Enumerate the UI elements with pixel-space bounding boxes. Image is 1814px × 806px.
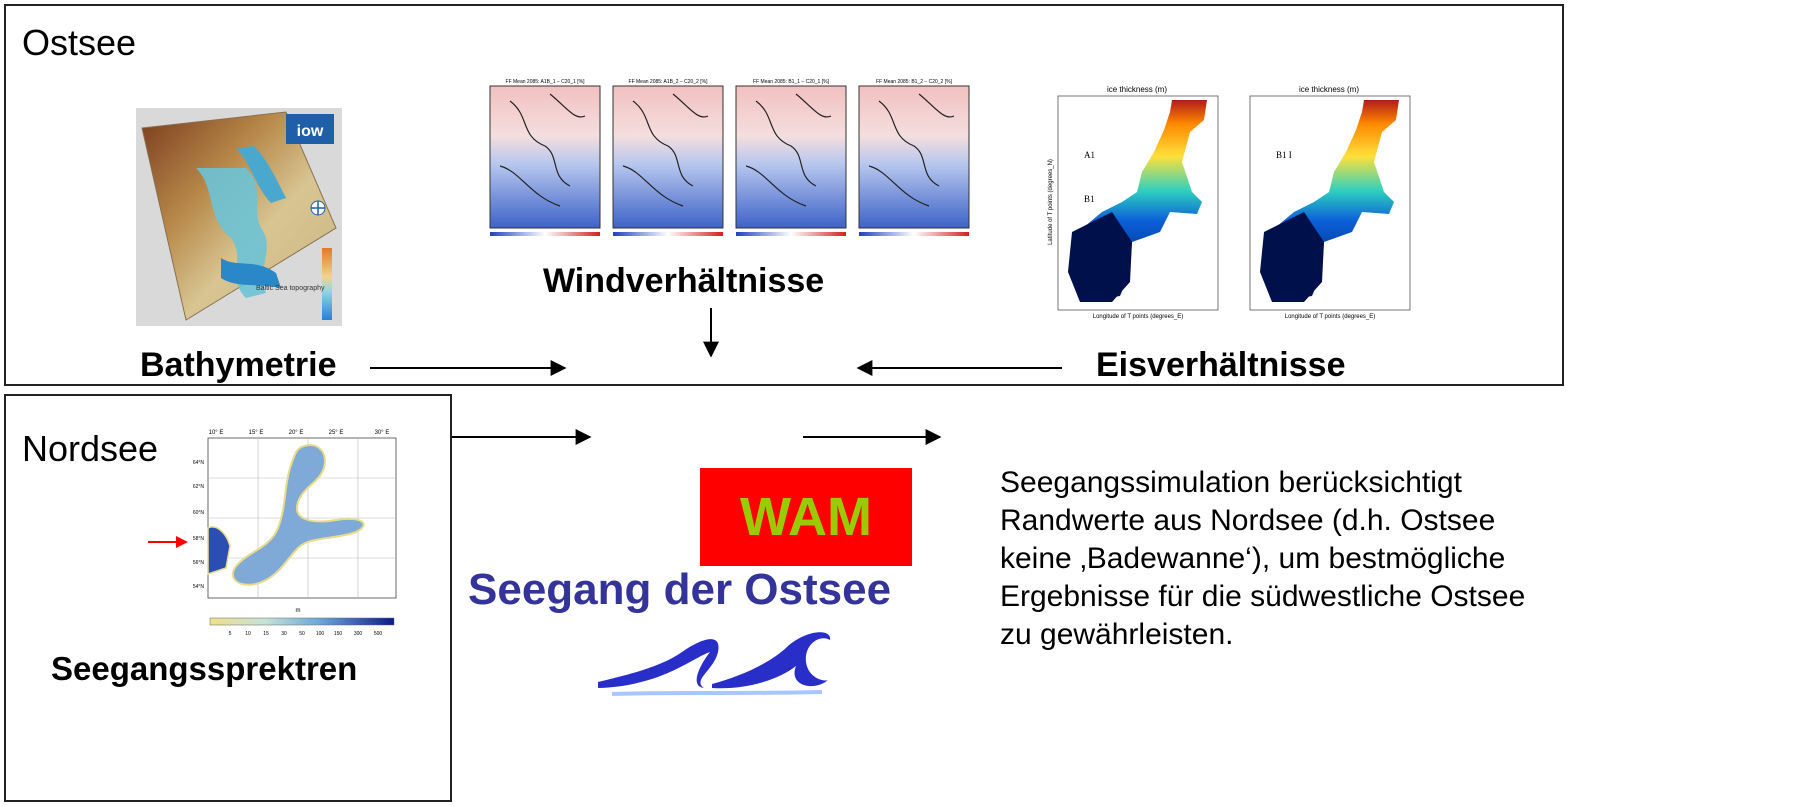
- wind-map-4: FF Mean 2085: B1_2 – C20_2 [%]: [858, 79, 970, 236]
- wave-icon: [598, 632, 831, 696]
- svg-text:A1: A1: [1084, 150, 1095, 160]
- description-line-5: zu gewährleisten.: [1000, 618, 1234, 651]
- iow-logo-text: iow: [297, 123, 324, 140]
- wam-box: WAM: [700, 468, 912, 566]
- wind-map-1: FF Mean 2085: A1B_1 – C20_1 [%]: [489, 79, 601, 236]
- svg-text:500: 500: [374, 631, 383, 637]
- compass-icon: [310, 200, 326, 216]
- svg-text:15° E: 15° E: [249, 430, 264, 436]
- ice-maps: ice thickness (m) A1 B1 Longitude of T p…: [1048, 85, 1411, 320]
- svg-text:Longitude of T points (degrees: Longitude of T points (degrees_E): [1093, 314, 1184, 320]
- ostsee-title: Ostsee: [22, 22, 137, 63]
- wind-map-2: FF Mean 2085: A1B_2 – C20_2 [%]: [612, 79, 724, 236]
- svg-text:B1: B1: [1084, 194, 1095, 204]
- svg-text:30° E: 30° E: [375, 430, 390, 436]
- nordsee-label: Seegangssprektren: [51, 650, 358, 687]
- svg-text:25° E: 25° E: [329, 430, 344, 436]
- svg-text:62°N: 62°N: [193, 484, 205, 490]
- wind-label: Windverhältnisse: [543, 262, 825, 300]
- nordsee-title: Nordsee: [22, 428, 159, 469]
- svg-text:Latitude of T points (degrees_: Latitude of T points (degrees_N): [1048, 159, 1054, 245]
- svg-text:FF Mean 2085: A1B_2 – C20_2 [%: FF Mean 2085: A1B_2 – C20_2 [%]: [629, 79, 709, 85]
- description-line-1: Seegangssimulation berücksichtigt: [1000, 466, 1462, 499]
- wind-maps: FF Mean 2085: A1B_1 – C20_1 [%] FF Mean …: [489, 79, 970, 236]
- svg-text:B1 I: B1 I: [1276, 150, 1292, 160]
- svg-text:50: 50: [299, 631, 305, 637]
- svg-text:300: 300: [354, 631, 363, 637]
- description-line-2: Randwerte aus Nordsee (d.h. Ostsee: [1000, 504, 1496, 537]
- result-label: Seegang der Ostsee: [468, 565, 892, 614]
- wam-label: WAM: [740, 487, 872, 547]
- svg-text:Longitude of T points (degrees: Longitude of T points (degrees_E): [1285, 314, 1376, 320]
- ice-map-2: ice thickness (m) B1 I Longitude of T po…: [1249, 85, 1411, 320]
- wind-map-3: FF Mean 2085: B1_1 – C20_1 [%]: [735, 79, 847, 236]
- svg-text:5: 5: [229, 631, 232, 637]
- svg-text:54°N: 54°N: [193, 584, 205, 590]
- red-arrow-icon: [148, 536, 188, 548]
- bathymetry-map: iow Baltic Sea topography: [136, 108, 342, 326]
- bathymetrie-label: Bathymetrie: [140, 346, 337, 384]
- svg-text:FF Mean 2085: B1_1 – C20_1 [%]: FF Mean 2085: B1_1 – C20_1 [%]: [753, 79, 829, 85]
- svg-text:FF Mean 2085: B1_2 – C20_2 [%]: FF Mean 2085: B1_2 – C20_2 [%]: [876, 79, 952, 85]
- svg-text:ice thickness (m): ice thickness (m): [1107, 85, 1167, 94]
- svg-text:64°N: 64°N: [193, 460, 205, 466]
- svg-text:60°N: 60°N: [193, 510, 205, 516]
- svg-text:100: 100: [316, 631, 325, 637]
- description: Seegangssimulation berücksichtigt Randwe…: [1000, 464, 1525, 654]
- description-line-3: keine ‚Badewanne‘), um bestmögliche: [1000, 542, 1506, 575]
- svg-text:FF Mean 2085: A1B_1 – C20_1 [%: FF Mean 2085: A1B_1 – C20_1 [%]: [506, 79, 586, 85]
- svg-text:10° E: 10° E: [209, 430, 224, 436]
- svg-text:58°N: 58°N: [193, 536, 205, 542]
- svg-text:30: 30: [281, 631, 287, 637]
- svg-text:Baltic Sea topography: Baltic Sea topography: [256, 285, 325, 292]
- svg-text:ice thickness (m): ice thickness (m): [1299, 85, 1359, 94]
- svg-text:56°N: 56°N: [193, 560, 205, 566]
- nordsee-map: 10° E 15° E 20° E 25° E 30° E 64°N 62°N …: [193, 430, 397, 637]
- description-line-4: Ergebnisse für die südwestliche Ostsee: [1000, 580, 1526, 613]
- ice-map-1: ice thickness (m) A1 B1 Longitude of T p…: [1048, 85, 1219, 320]
- svg-text:15: 15: [263, 631, 269, 637]
- svg-text:10: 10: [245, 631, 251, 637]
- eis-label: Eisverhältnisse: [1096, 346, 1346, 384]
- svg-text:20° E: 20° E: [289, 430, 304, 436]
- svg-text:150: 150: [334, 631, 343, 637]
- svg-text:m: m: [296, 608, 301, 614]
